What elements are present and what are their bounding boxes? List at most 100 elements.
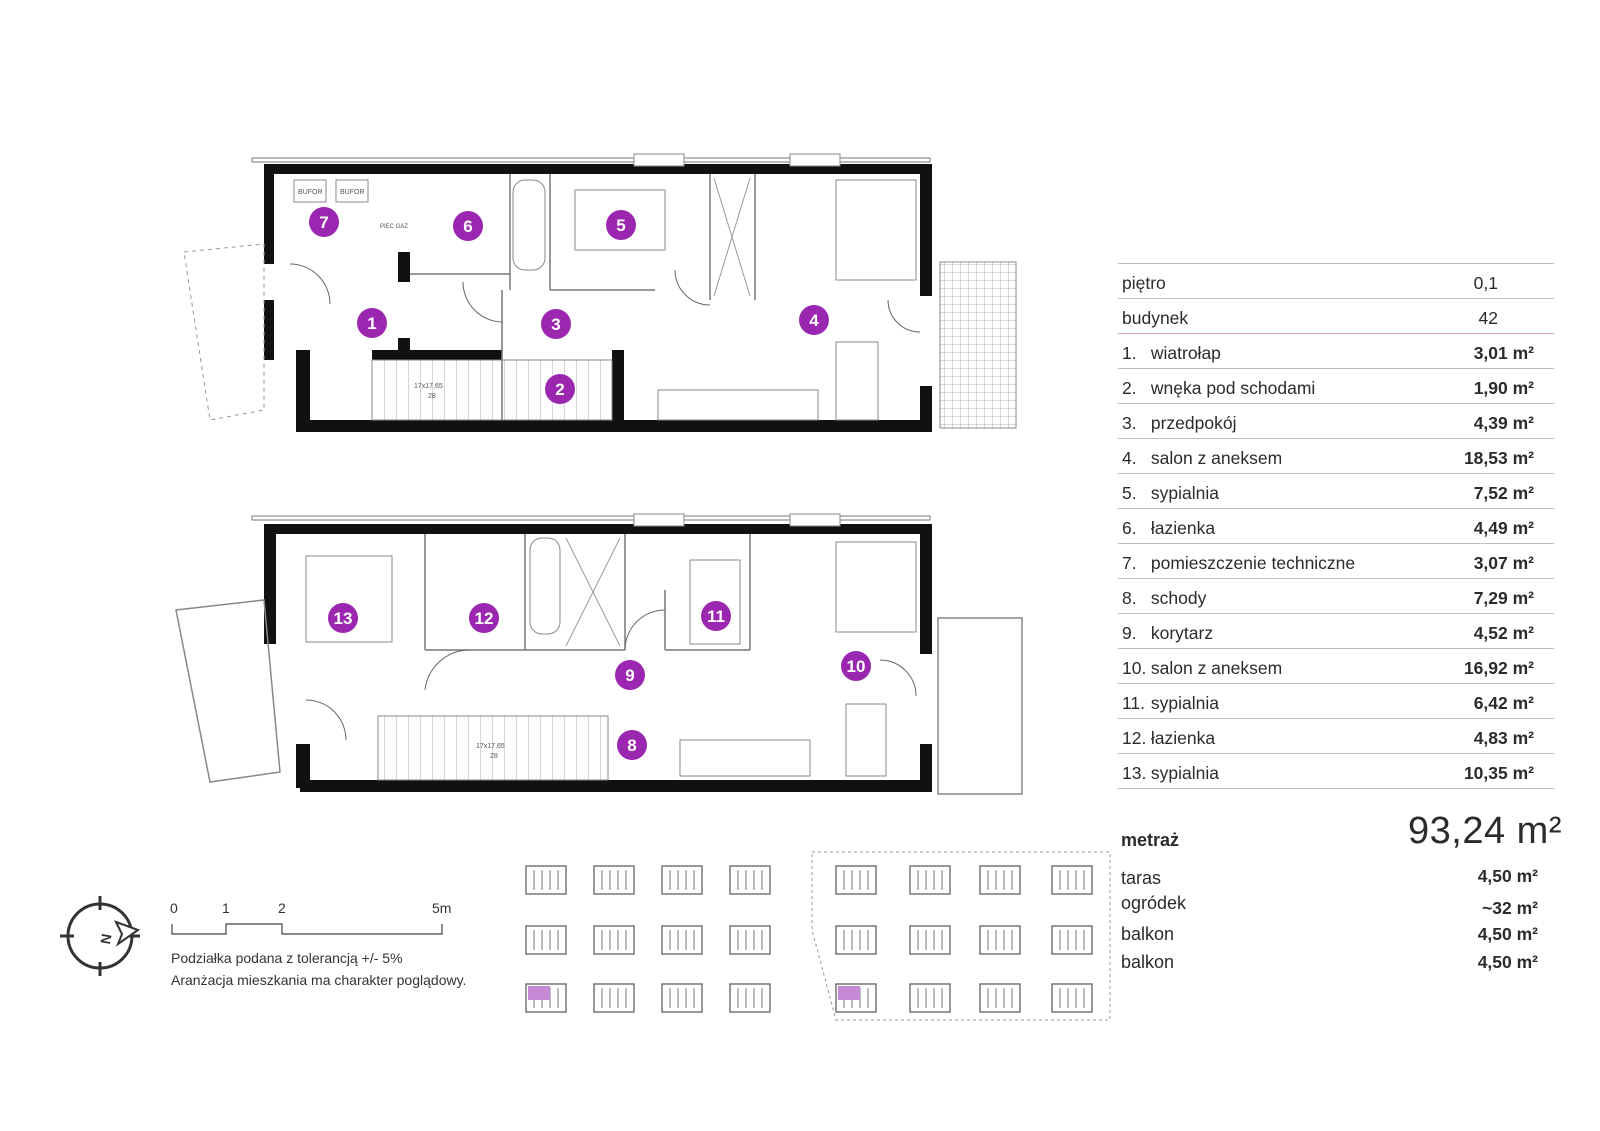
room-number: 6. <box>1122 518 1137 538</box>
room-area: 4,49 m² <box>1473 518 1534 538</box>
room-badge-circle <box>799 305 829 335</box>
room-name: 4. salon z aneksem <box>1122 448 1282 469</box>
room-badge-number: 5 <box>616 216 625 235</box>
room-name: 1. wiatrołap <box>1122 343 1221 364</box>
stairs-ground-sub: 28 <box>428 393 436 400</box>
room-badge-circle <box>309 207 339 237</box>
room-number: 7. <box>1122 553 1137 573</box>
compass-north-label: N <box>97 933 115 946</box>
scale-tick-2: 2 <box>278 900 286 916</box>
scale-note-arrangement: Aranżacja mieszkania ma charakter pogląd… <box>171 972 467 988</box>
room-number: 8. <box>1122 588 1137 608</box>
compass-icon <box>60 896 141 976</box>
room-badge-4: 4 <box>799 305 829 335</box>
site-plan-unit <box>909 925 951 955</box>
scale-tick-1: 1 <box>222 900 230 916</box>
area-summary-table: piętro 0,1 budynek 42 1. wiatrołap 3,01 m… <box>1118 263 1554 789</box>
site-plan-unit <box>835 925 877 955</box>
room-name: 7. pomieszczenie techniczne <box>1122 553 1355 574</box>
extra-label-ogrodek: ogródek <box>1121 893 1187 913</box>
site-plan-unit <box>979 925 1021 955</box>
room-badge-12: 12 <box>469 603 499 633</box>
room-name: 3. przedpokój <box>1122 413 1237 434</box>
site-plan-unit <box>1051 865 1093 895</box>
room-badge-number: 12 <box>475 609 494 628</box>
room-area: 4,39 m² <box>1473 413 1534 433</box>
room-number: 9. <box>1122 623 1137 643</box>
room-name: 2. wnęka pod schodami <box>1122 378 1315 399</box>
room-badge-circle <box>606 210 636 240</box>
bufor-label-1: BUFOR <box>298 189 323 196</box>
room-name: 9. korytarz <box>1122 623 1213 644</box>
site-plan-unit <box>593 983 635 1013</box>
room-badge-9: 9 <box>615 660 645 690</box>
room-area: 7,29 m² <box>1473 588 1534 608</box>
room-label: sypialnia <box>1150 763 1219 783</box>
pietro-row: piętro 0,1 <box>1118 263 1554 298</box>
room-label: wnęka pod schodami <box>1150 378 1316 398</box>
stairs-upper-sub: 28 <box>490 753 498 760</box>
room-badge-13: 13 <box>328 603 358 633</box>
room-row: 1. wiatrołap 3,01 m² <box>1118 333 1554 368</box>
room-area: 1,90 m² <box>1473 378 1534 398</box>
room-badge-circle <box>701 601 731 631</box>
room-badge-circle <box>545 374 575 404</box>
room-badge-5: 5 <box>606 210 636 240</box>
room-badge-8: 8 <box>617 730 647 760</box>
metraz-total-value: 93,24 m² <box>1408 810 1562 852</box>
upper-floor-plan <box>175 513 1023 795</box>
budynek-row: budynek 42 <box>1118 298 1554 333</box>
site-plan-unit <box>729 983 771 1013</box>
site-plan-unit <box>909 983 951 1013</box>
room-number: 1. <box>1122 343 1137 363</box>
pietro-label: piętro <box>1122 273 1166 293</box>
room-number: 12. <box>1122 728 1147 748</box>
site-plan-highlight <box>528 986 550 1000</box>
site-plan-unit <box>525 925 567 955</box>
room-area: 18,53 m² <box>1463 448 1534 468</box>
room-number: 13. <box>1122 763 1147 783</box>
extra-label-taras: taras <box>1121 868 1162 888</box>
site-plan-unit <box>979 865 1021 895</box>
room-label: sypialnia <box>1150 693 1219 713</box>
stairs-upper-label: 17x17,65 <box>476 743 505 750</box>
room-name: 13. sypialnia <box>1122 763 1219 784</box>
site-plan-unit <box>979 983 1021 1013</box>
room-name: 10. salon z aneksem <box>1122 658 1282 679</box>
room-area: 10,35 m² <box>1463 763 1534 783</box>
site-plan-highlight <box>838 986 860 1000</box>
room-badge-number: 13 <box>334 609 353 628</box>
site-plan-overview <box>525 865 1093 1013</box>
room-badge-number: 3 <box>551 315 560 334</box>
room-label: łazienka <box>1150 518 1216 538</box>
room-badge-2: 2 <box>545 374 575 404</box>
room-row: 6. łazienka 4,49 m² <box>1118 508 1554 543</box>
room-area: 3,01 m² <box>1473 343 1534 363</box>
extra-label-balkon-2: balkon <box>1121 952 1175 972</box>
room-row: 2. wnęka pod schodami 1,90 m² <box>1118 368 1554 403</box>
site-plan-unit <box>525 865 567 895</box>
room-label: schody <box>1150 588 1207 608</box>
room-badge-circle <box>469 603 499 633</box>
budynek-value: 42 <box>1478 308 1498 328</box>
room-badge-7: 7 <box>309 207 339 237</box>
room-name: 11. sypialnia <box>1122 693 1219 714</box>
pietro-value: 0,1 <box>1473 273 1498 293</box>
piec-gaz-label: PIEC GAZ <box>380 224 408 230</box>
room-badge-number: 2 <box>555 380 564 399</box>
extra-value-balkon-2: 4,50 m² <box>1477 952 1538 972</box>
room-name: 6. łazienka <box>1122 518 1215 539</box>
site-plan-unit <box>729 925 771 955</box>
extra-value-ogrodek: ~32 m² <box>1482 898 1538 918</box>
room-label: korytarz <box>1150 623 1214 643</box>
bufor-label-2: BUFOR <box>340 189 365 196</box>
site-plan-unit <box>593 925 635 955</box>
room-label: salon z aneksem <box>1150 448 1283 468</box>
room-area: 7,52 m² <box>1473 483 1534 503</box>
extra-label-balkon-1: balkon <box>1121 924 1175 944</box>
room-name: 5. sypialnia <box>1122 483 1219 504</box>
site-plan-unit <box>729 865 771 895</box>
budynek-label: budynek <box>1122 308 1189 328</box>
room-label: salon z aneksem <box>1150 658 1283 678</box>
